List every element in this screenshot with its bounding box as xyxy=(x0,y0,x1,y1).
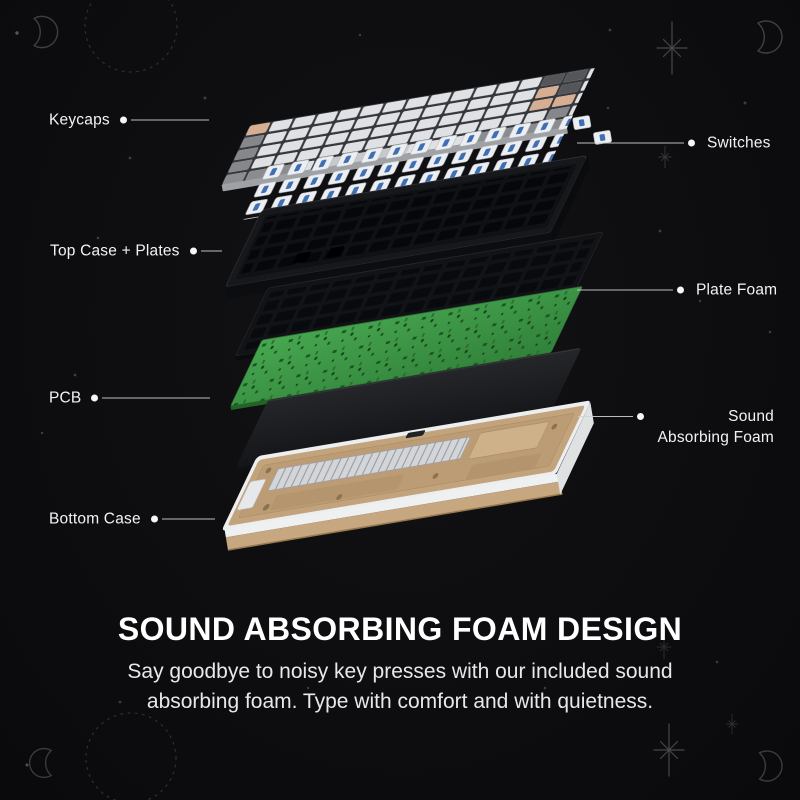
callout-line xyxy=(102,397,211,399)
callout-pcb-label: PCB xyxy=(49,389,82,407)
callout-keycaps: Keycaps xyxy=(49,110,209,131)
sparkle-star-icon xyxy=(653,723,685,777)
dotted-circle-icon xyxy=(85,712,177,800)
callout-pcb: PCB xyxy=(49,388,211,409)
callout-switches: Switches xyxy=(577,133,771,154)
page-title: SOUND ABSORBING FOAM DESIGN xyxy=(117,611,683,647)
page-description-line1: Say goodbye to noisy key presses with ou… xyxy=(127,660,673,683)
callout-top-case-label: Top Case + Plates xyxy=(50,242,180,260)
callout-dot xyxy=(637,413,644,420)
callout-keycaps-label: Keycaps xyxy=(49,111,110,129)
star-dots xyxy=(15,28,772,767)
sparkle-star-icon xyxy=(725,713,739,735)
callout-line xyxy=(578,415,633,418)
callout-plate-foam-label: Plate Foam xyxy=(696,281,778,299)
crescent-moon-icon xyxy=(33,15,59,49)
callout-line xyxy=(577,289,673,291)
dotted-circle-icon xyxy=(84,0,178,73)
page-description-line2: absorbing foam. Type with comfort and wi… xyxy=(146,690,654,713)
callout-top-case: Top Case + Plates xyxy=(50,241,222,262)
crescent-moon-icon xyxy=(757,20,783,54)
callout-switches-label: Switches xyxy=(707,134,771,152)
sparkle-star-icon xyxy=(656,21,688,75)
callout-bottom-case-label: Bottom Case xyxy=(49,510,141,528)
crescent-moon-icon xyxy=(28,747,52,779)
callout-line xyxy=(161,518,215,520)
callout-sound-absorbing-foam-label: Sound Absorbing Foam xyxy=(657,408,774,446)
bottom-case-layer xyxy=(222,400,594,551)
callout-line xyxy=(200,250,222,252)
callout-dot xyxy=(150,515,158,523)
callout-dot xyxy=(688,139,695,147)
callout-sound-absorbing-foam: Sound Absorbing Foam xyxy=(578,406,774,448)
callout-line xyxy=(577,142,684,144)
switches-layer xyxy=(241,113,612,221)
callout-plate-foam: Plate Foam xyxy=(577,280,777,301)
decorations xyxy=(15,0,783,800)
callout-bottom-case: Bottom Case xyxy=(49,509,215,530)
callout-line xyxy=(130,119,209,121)
page-description: Say goodbye to noisy key presses with ou… xyxy=(0,657,800,717)
callout-dot xyxy=(189,247,197,255)
callout-dot xyxy=(91,394,99,402)
crescent-moon-icon xyxy=(758,750,783,782)
callout-dot xyxy=(119,116,127,124)
callout-dot xyxy=(677,286,684,294)
